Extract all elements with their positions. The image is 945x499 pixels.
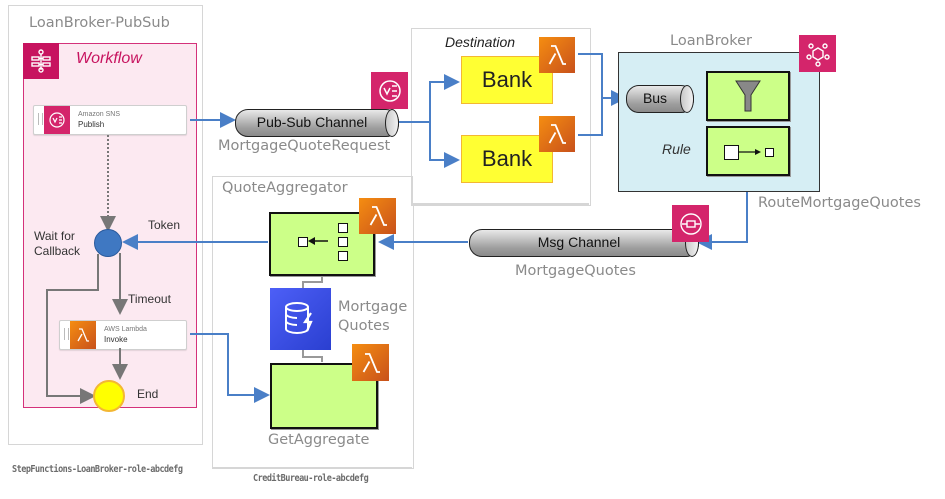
drag-handle[interactable]: [38, 113, 43, 125]
token-label: Token: [148, 218, 181, 232]
cylinder-cap: [680, 85, 694, 113]
get-aggregate-lambda-icon: [352, 344, 389, 381]
rule-name: RouteMortgageQuotes: [758, 195, 921, 211]
lambda-invoke-task[interactable]: AWS Lambda Invoke: [59, 320, 187, 350]
bank1-to-bus: [578, 53, 627, 106]
aggregator-to-table: [302, 275, 323, 288]
bank-1[interactable]: Bank: [461, 56, 553, 104]
input-square-icon: [338, 251, 348, 261]
end-state[interactable]: [93, 380, 125, 412]
input-square-icon: [338, 223, 348, 233]
target-square-icon: [765, 148, 774, 157]
eventbridge-icon: [799, 35, 836, 72]
success-flow: [46, 254, 99, 404]
source-square-icon: [724, 145, 739, 160]
sns-topic-icon: [371, 72, 408, 109]
filter-funnel-icon: [735, 80, 761, 112]
msg-channel-name: MortgageQuotes: [515, 263, 636, 279]
invoke-to-getaggregate: [190, 333, 270, 403]
pubsub-to-bank1: [398, 74, 460, 123]
aggregator-box[interactable]: [269, 212, 375, 276]
output-square-icon: [298, 237, 308, 247]
lambda-service-label: AWS Lambda: [104, 326, 147, 333]
bank-2[interactable]: Bank: [461, 135, 553, 183]
step-functions-icon: [23, 43, 59, 79]
quote-aggregator-border-fix: [212, 203, 414, 469]
rule-to-msgchannel: [696, 175, 748, 250]
stepfunctions-role-label: StepFunctions-LoanBroker-role-abcdefg: [12, 464, 183, 475]
table-name-line1: Mortgage: [338, 299, 408, 315]
msg-channel-label: Msg Channel: [537, 234, 621, 250]
pubsub-channel-label: Pub-Sub Channel: [256, 114, 368, 130]
sqs-queue-icon: [672, 205, 709, 242]
input-square-icon: [338, 237, 348, 247]
pubsub-to-bank2: [429, 122, 460, 168]
bank-1-lambda-icon: [539, 37, 575, 73]
pubsub-channel-name: MortgageQuoteRequest: [218, 138, 391, 154]
workflow-title: Workflow: [76, 50, 142, 67]
rule-label: Rule: [662, 141, 691, 157]
creditbureau-role-label: CreditBureau-role-abcdefg: [253, 473, 369, 484]
quote-aggregator-title: QuoteAggregator: [222, 180, 348, 196]
sns-service-label: Amazon SNS: [78, 111, 121, 118]
sns-publish-task[interactable]: Amazon SNS Publish: [33, 105, 187, 135]
pubsub-channel[interactable]: Pub-Sub Channel: [235, 109, 399, 137]
arrow-left-icon: [308, 237, 328, 245]
filter-box[interactable]: [706, 71, 790, 121]
bank2-to-bus: [578, 98, 603, 136]
end-label: End: [137, 387, 159, 401]
rule-box[interactable]: [706, 126, 790, 176]
wait-for-callback-label: Wait for Callback: [34, 229, 81, 258]
cylinder-cap: [385, 109, 399, 137]
lambda-action-label: Invoke: [104, 335, 128, 344]
drag-handle[interactable]: [64, 328, 69, 340]
table-name-line2: Quotes: [338, 318, 390, 334]
msg-channel[interactable]: Msg Channel: [469, 229, 699, 257]
aggregator-lambda-icon: [359, 198, 396, 234]
arrow-right-icon: [739, 149, 761, 155]
timeout-label: Timeout: [128, 292, 171, 306]
wait-for-callback-state[interactable]: [94, 229, 122, 257]
event-bus-label: Bus: [642, 90, 668, 106]
quote-aggregator-step: [411, 203, 589, 205]
quote-aggregator-top-fix: [411, 176, 413, 206]
get-aggregate-box[interactable]: [270, 363, 378, 429]
loanbroker-pubsub-title: LoanBroker-PubSub: [29, 15, 170, 31]
table-to-getaggregate: [302, 350, 323, 362]
dynamodb-table-icon: [270, 288, 331, 350]
get-aggregate-name: GetAggregate: [268, 432, 370, 448]
destination-title: Destination: [445, 34, 516, 50]
sns-action-label: Publish: [78, 120, 105, 129]
bank-2-lambda-icon: [539, 116, 575, 152]
lambda-icon: [70, 321, 96, 349]
event-bus[interactable]: Bus: [626, 85, 694, 113]
sns-icon: [44, 106, 70, 134]
loanbroker-title: LoanBroker: [670, 33, 752, 49]
